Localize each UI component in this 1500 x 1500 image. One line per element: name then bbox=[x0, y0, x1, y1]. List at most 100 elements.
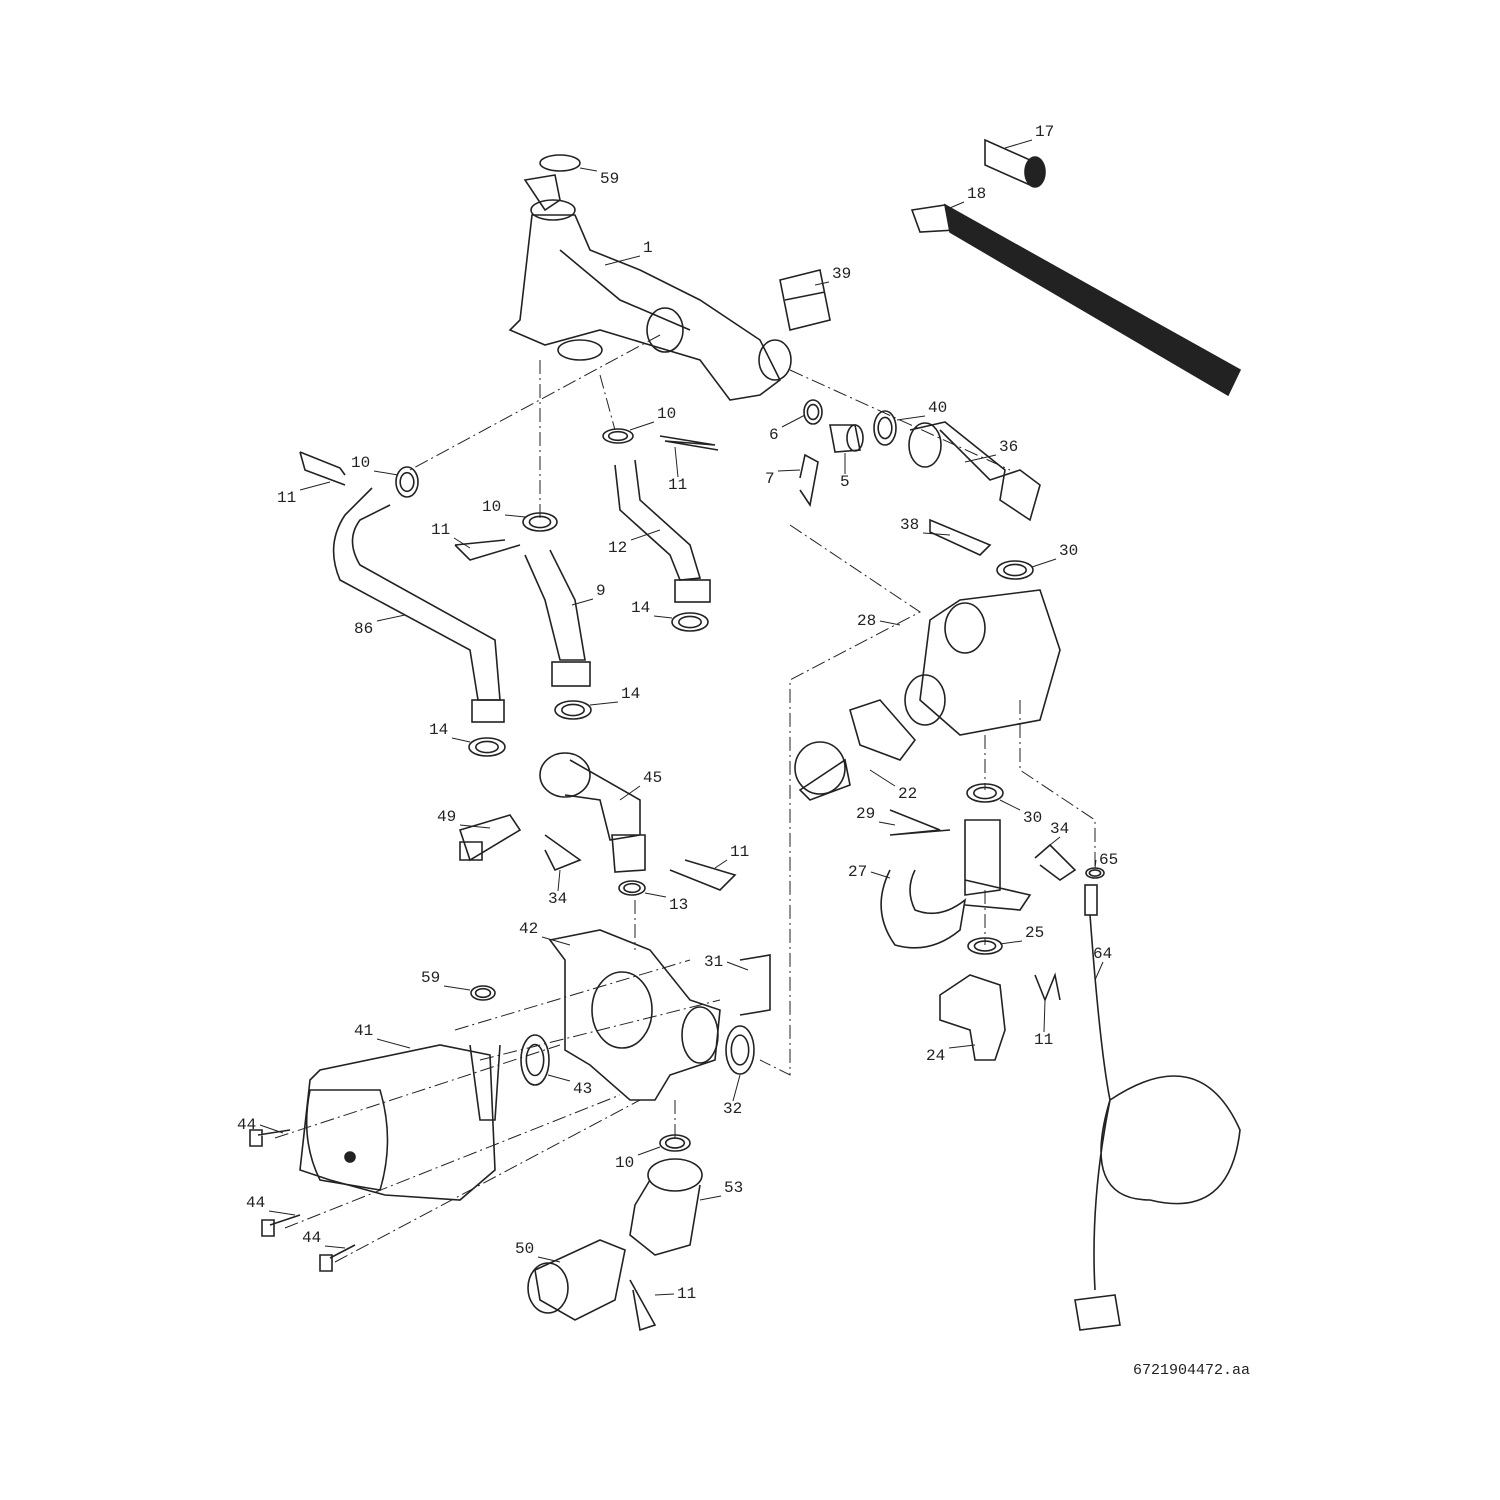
leader-line bbox=[376, 614, 406, 622]
seal-ring bbox=[730, 1034, 750, 1066]
leader-line bbox=[547, 1074, 571, 1082]
leader-line bbox=[630, 529, 661, 541]
leader-line bbox=[557, 869, 561, 892]
callout-label-44: 44 bbox=[237, 1116, 257, 1134]
leader-line bbox=[878, 821, 896, 826]
seal-ring bbox=[474, 987, 492, 999]
callout-label-12: 12 bbox=[608, 539, 628, 557]
callout-label-50: 50 bbox=[515, 1240, 535, 1258]
callout-label-43: 43 bbox=[573, 1080, 593, 1098]
part-22-actuator bbox=[794, 699, 917, 801]
part-1-manifold bbox=[508, 174, 792, 401]
leader-line bbox=[870, 871, 891, 879]
part-28-diverter-valve bbox=[904, 589, 1061, 736]
callout-label-17: 17 bbox=[1035, 123, 1055, 141]
leader-line bbox=[268, 1210, 296, 1216]
callout-label-25: 25 bbox=[1025, 924, 1045, 942]
leader-line bbox=[373, 470, 399, 476]
seal-ring bbox=[1088, 869, 1102, 877]
part-5-insert bbox=[829, 424, 864, 453]
part-50-cartridge bbox=[527, 1239, 626, 1321]
callout-label-49: 49 bbox=[437, 808, 457, 826]
part-59-clip bbox=[539, 154, 581, 172]
callout-label-11: 11 bbox=[677, 1285, 697, 1303]
leader-line bbox=[571, 598, 594, 606]
leader-line bbox=[726, 961, 749, 971]
callout-label-44: 44 bbox=[302, 1229, 322, 1247]
callout-label-30: 30 bbox=[1023, 809, 1043, 827]
callout-label-11: 11 bbox=[1034, 1031, 1054, 1049]
part-45-valve-body bbox=[539, 752, 646, 873]
leader-line bbox=[579, 167, 598, 172]
callout-label-39: 39 bbox=[832, 265, 852, 283]
callout-label-6: 6 bbox=[769, 426, 779, 444]
callout-label-38: 38 bbox=[900, 516, 920, 534]
seal-ring bbox=[520, 1034, 550, 1086]
leader-line bbox=[637, 1146, 661, 1156]
part-42-hydraulic-block bbox=[548, 929, 721, 1101]
leader-line bbox=[376, 1038, 411, 1049]
leader-line bbox=[589, 701, 619, 706]
leader-lines bbox=[259, 139, 1104, 1296]
leader-line bbox=[714, 859, 728, 869]
leader-line bbox=[814, 281, 830, 286]
callout-label-11: 11 bbox=[277, 489, 297, 507]
leader-line bbox=[964, 454, 997, 463]
part-18-corrugated-hose bbox=[910, 203, 1242, 397]
callout-label-11: 11 bbox=[668, 476, 688, 494]
callout-label-9: 9 bbox=[596, 582, 606, 600]
leader-line bbox=[604, 255, 641, 266]
callout-label-14: 14 bbox=[631, 599, 651, 617]
seal-ring bbox=[522, 512, 558, 532]
leader-line bbox=[324, 1245, 346, 1249]
leader-line bbox=[654, 1293, 675, 1296]
callout-label-13: 13 bbox=[669, 896, 689, 914]
callout-label-27: 27 bbox=[848, 863, 868, 881]
leader-line bbox=[781, 414, 806, 428]
seal-ring bbox=[1003, 563, 1027, 577]
callout-label-10: 10 bbox=[482, 498, 502, 516]
part-17-adapter bbox=[984, 138, 1046, 188]
seal-ring bbox=[803, 399, 823, 425]
leader-line bbox=[504, 514, 526, 518]
callout-label-11: 11 bbox=[730, 843, 750, 861]
leader-line bbox=[259, 1124, 284, 1134]
callout-label-34: 34 bbox=[1050, 820, 1070, 838]
leader-line bbox=[537, 1256, 561, 1263]
seal-ring bbox=[967, 937, 1003, 955]
seal-ring bbox=[877, 416, 893, 440]
callout-label-65: 65 bbox=[1099, 851, 1119, 869]
connection-pipes bbox=[332, 459, 711, 723]
seal-ring bbox=[678, 615, 702, 629]
leader-line bbox=[1094, 961, 1104, 981]
leader-line bbox=[674, 446, 679, 478]
callout-label-45: 45 bbox=[643, 769, 663, 787]
leader-line bbox=[999, 940, 1023, 945]
part-24-fill-valve bbox=[939, 974, 1006, 1061]
callout-label-10: 10 bbox=[351, 454, 371, 472]
seal-ring bbox=[395, 466, 419, 498]
callout-label-36: 36 bbox=[999, 438, 1019, 456]
seal-ring bbox=[561, 703, 585, 717]
callout-label-24: 24 bbox=[926, 1047, 946, 1065]
callout-label-14: 14 bbox=[429, 721, 449, 739]
seal-ring bbox=[966, 783, 1004, 803]
assembly-axes bbox=[274, 334, 1096, 1263]
callout-label-1: 1 bbox=[643, 239, 653, 257]
seal-ring bbox=[554, 700, 592, 720]
leader-line bbox=[453, 537, 471, 549]
callout-label-53: 53 bbox=[724, 1179, 744, 1197]
seal-ring bbox=[525, 1043, 545, 1077]
leader-line bbox=[541, 936, 571, 946]
leader-line bbox=[896, 415, 926, 421]
drawing-reference-number: 6721904472.aa bbox=[1133, 1362, 1251, 1379]
part-39-clamp bbox=[779, 269, 831, 331]
callout-label-40: 40 bbox=[928, 399, 948, 417]
part-64-pressure-sensor-cable bbox=[1074, 884, 1241, 1331]
part-27-bypass-pipe bbox=[880, 819, 1032, 949]
leader-line bbox=[948, 1044, 976, 1049]
seal-rings bbox=[395, 399, 1105, 1152]
callout-label-31: 31 bbox=[704, 953, 724, 971]
leader-line bbox=[699, 1195, 722, 1201]
leader-line bbox=[443, 985, 471, 991]
